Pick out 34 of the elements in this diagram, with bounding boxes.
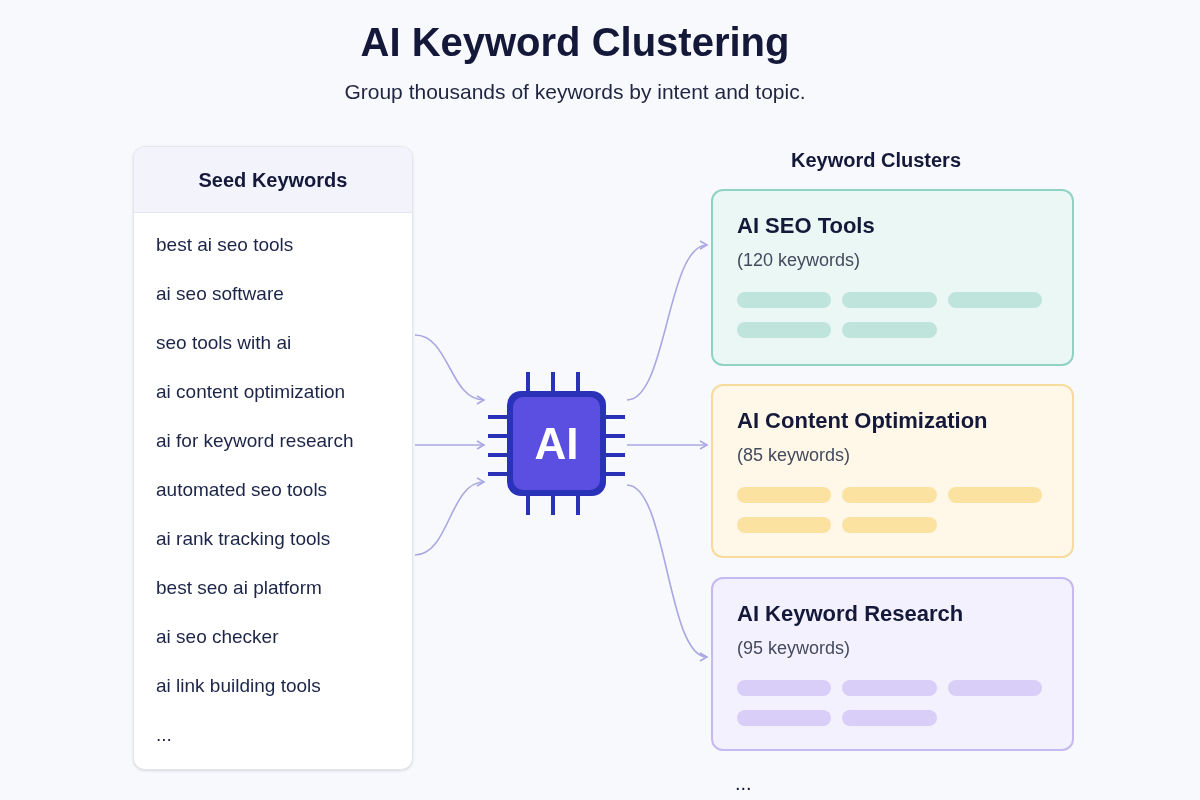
arrow	[414, 478, 485, 556]
cluster-card	[711, 384, 1074, 558]
keyword-text: seo tools with ai	[156, 331, 293, 355]
cluster-card	[711, 577, 1074, 751]
cluster-title: AI SEO Tools	[737, 212, 876, 240]
processor-chip	[488, 372, 625, 515]
keyword-text: ai content optimization	[156, 380, 347, 404]
keyword-text: best ai seo tools	[156, 233, 295, 257]
subtitle: Group thousands of keywords by intent and topic.	[343, 79, 807, 105]
keyword-count: (95 keywords)	[737, 637, 852, 660]
cluster-card	[711, 189, 1074, 366]
cluster-title: AI Content Optimization	[737, 407, 989, 435]
keyword-text: ...	[156, 723, 173, 747]
arrow	[626, 484, 708, 660]
keyword-text: best seo ai platform	[156, 576, 323, 600]
keyword-list-panel	[133, 146, 413, 770]
keyword-text: ai for keyword research	[156, 429, 355, 453]
cluster-title: AI Keyword Research	[737, 600, 965, 628]
chip-label: AI	[534, 417, 579, 470]
arrow	[414, 334, 485, 404]
column-heading: Keyword Clusters	[789, 148, 963, 173]
ellipsis: ...	[735, 771, 752, 796]
keyword-text: ai seo software	[156, 282, 285, 306]
arrow	[626, 242, 708, 401]
keyword-text: automated seo tools	[156, 478, 329, 502]
keyword-text: ai rank tracking tools	[156, 527, 332, 551]
panel-title: Seed Keywords	[198, 167, 348, 193]
arrow	[414, 440, 485, 450]
keyword-text: ai link building tools	[156, 674, 322, 698]
title: AI Keyword Clustering	[359, 19, 791, 66]
arrow	[626, 440, 708, 450]
keyword-text: ai seo checker	[156, 625, 280, 649]
keyword-count: (85 keywords)	[737, 444, 852, 467]
keyword-count: (120 keywords)	[737, 249, 862, 272]
